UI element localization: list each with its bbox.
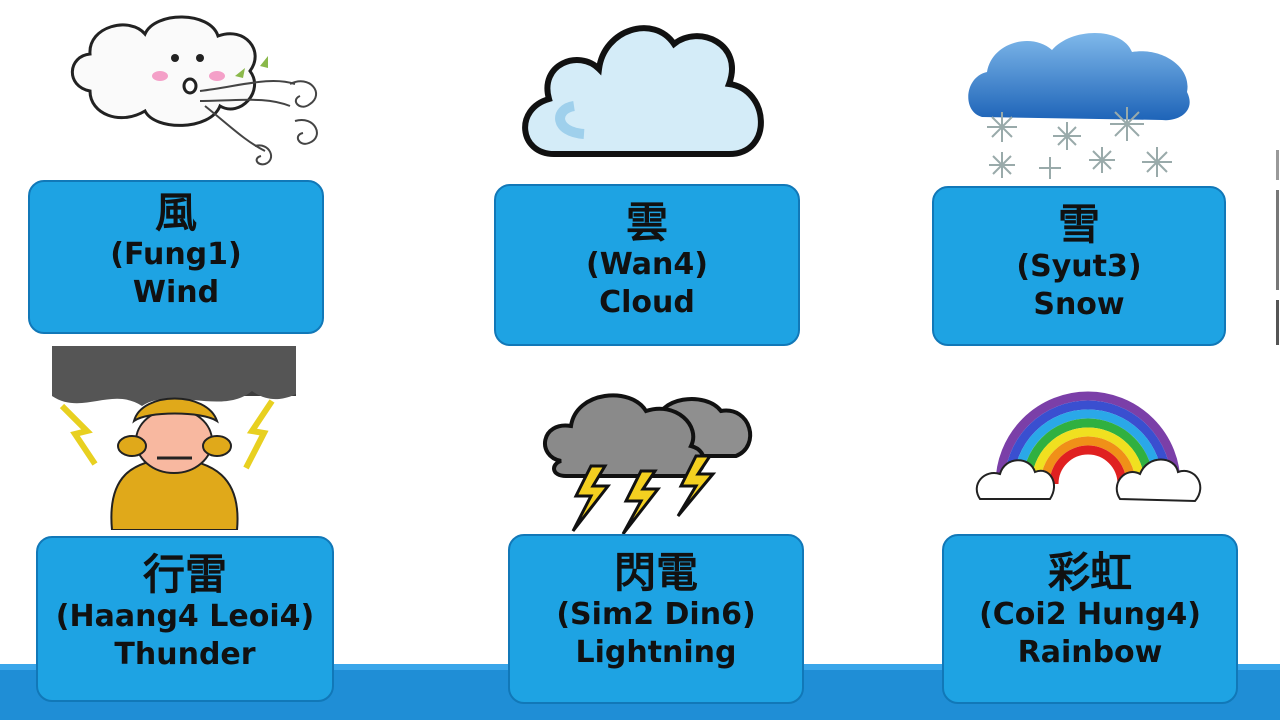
card-wind: 風 (Fung1) Wind [28, 180, 324, 334]
hanzi-label: 閃電 [613, 548, 698, 597]
hanzi-label: 彩虹 [1047, 548, 1132, 597]
english-label: Thunder [114, 637, 256, 672]
romanization-label: (Wan4) [586, 247, 708, 282]
lightning-cloud-icon [536, 366, 758, 535]
card-thunder: 行雷 (Haang4 Leoi4) Thunder [36, 536, 334, 702]
romanization-label: (Sim2 Din6) [556, 597, 756, 632]
english-label: Snow [1033, 287, 1125, 322]
card-rainbow: 彩虹 (Coi2 Hung4) Rainbow [942, 534, 1238, 704]
snow-cloud-icon [962, 22, 1198, 188]
wind-cloud-icon [60, 6, 340, 178]
romanization-label: (Fung1) [110, 237, 242, 272]
hanzi-label: 行雷 [142, 550, 227, 599]
english-label: Lightning [575, 635, 737, 670]
romanization-label: (Haang4 Leoi4) [55, 599, 315, 634]
english-label: Wind [132, 275, 220, 310]
card-cloud: 雲 (Wan4) Cloud [494, 184, 800, 346]
english-label: Cloud [599, 285, 695, 320]
english-label: Rainbow [1017, 635, 1163, 670]
hanzi-label: 風 [154, 188, 197, 237]
thunder-man-icon [52, 346, 296, 531]
hanzi-label: 雲 [625, 198, 668, 247]
romanization-label: (Coi2 Hung4) [979, 597, 1201, 632]
card-snow: 雪 (Syut3) Snow [932, 186, 1226, 346]
edge-artifact [1272, 150, 1280, 350]
hanzi-label: 雪 [1057, 200, 1100, 249]
card-lightning: 閃電 (Sim2 Din6) Lightning [508, 534, 804, 704]
rainbow-icon [970, 374, 1206, 506]
romanization-label: (Syut3) [1016, 249, 1142, 284]
cloud-icon [514, 14, 776, 170]
